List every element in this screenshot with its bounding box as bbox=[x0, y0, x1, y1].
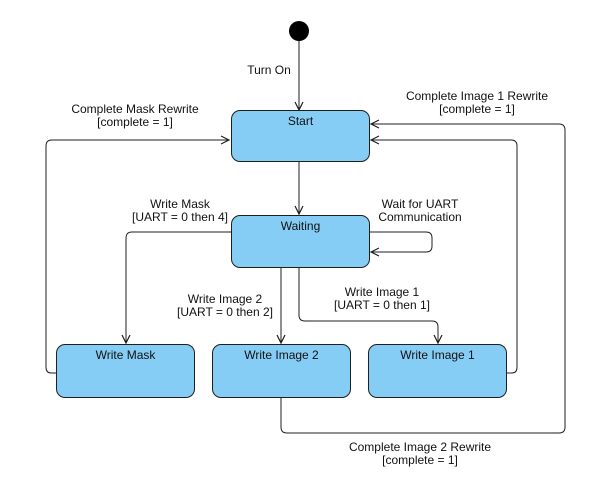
edge-wait-uart-loop bbox=[369, 231, 433, 252]
state-write-image-2-label: Write Image 2 bbox=[244, 348, 319, 362]
state-write-mask: Write Mask bbox=[56, 344, 195, 398]
edge-write-image-1-start bbox=[371, 140, 518, 374]
label-wait-for-uart: Wait for UART Communication bbox=[378, 197, 462, 224]
label-write-image-1-transition: Write Image 1 [UART = 0 then 1] bbox=[334, 285, 430, 312]
label-complete-mask-rewrite: Complete Mask Rewrite [complete = 1] bbox=[71, 102, 199, 129]
edge-write-image-2-start bbox=[280, 124, 566, 434]
state-write-image-2: Write Image 2 bbox=[212, 344, 351, 398]
state-start-label: Start bbox=[287, 114, 314, 128]
state-waiting: Waiting bbox=[231, 215, 370, 268]
state-write-mask-label: Write Mask bbox=[95, 348, 156, 362]
label-complete-image-1-rewrite: Complete Image 1 Rewrite [complete = 1] bbox=[405, 89, 549, 116]
state-start: Start bbox=[231, 110, 370, 162]
edge-write-mask-start bbox=[45, 140, 229, 374]
label-turn-on: Turn On bbox=[247, 63, 291, 77]
state-write-image-1: Write Image 1 bbox=[368, 344, 507, 398]
edge-waiting-write-mask bbox=[126, 231, 232, 343]
state-write-image-1-label: Write Image 1 bbox=[400, 348, 475, 362]
label-write-mask-transition: Write Mask [UART = 0 then 4] bbox=[132, 197, 228, 224]
state-waiting-label: Waiting bbox=[280, 219, 321, 233]
label-write-image-2-transition: Write Image 2 [UART = 0 then 2] bbox=[177, 292, 273, 319]
edge-waiting-write-image-1 bbox=[298, 268, 438, 343]
initial-node bbox=[289, 21, 309, 41]
label-complete-image-2-rewrite: Complete Image 2 Rewrite [complete = 1] bbox=[348, 440, 492, 467]
